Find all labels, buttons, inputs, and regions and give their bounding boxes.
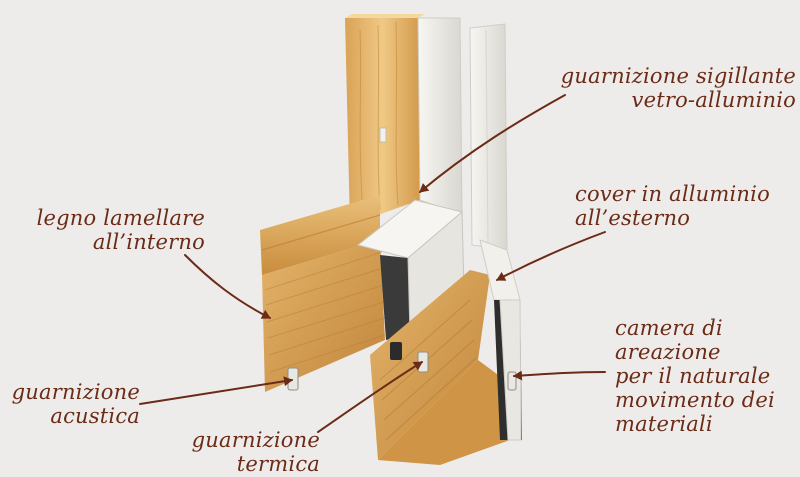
label-air-chamber-line-2: areazione xyxy=(615,340,721,364)
wood-vertical-post xyxy=(345,14,425,225)
label-air-chamber: camera di areazione per il naturale movi… xyxy=(615,316,775,436)
label-aluminium-cover-line-2: all’esterno xyxy=(575,206,691,230)
laminated-wood-block xyxy=(260,195,386,392)
label-aluminium-cover-line-1: cover in alluminio xyxy=(575,182,770,206)
label-thermal-gasket: guarnizione termica xyxy=(175,428,320,476)
aluminium-strips-top xyxy=(417,17,508,251)
aluminium-cover-right xyxy=(479,239,522,441)
arrow-aluminium-cover xyxy=(496,231,606,281)
label-glass-seal-line-1: guarnizione sigillante xyxy=(560,64,796,88)
thermal-gasket-dark xyxy=(390,342,402,360)
label-laminated-wood: legno lamellare all’interno xyxy=(10,206,205,254)
arrow-glass-seal xyxy=(419,94,566,193)
label-acoustic-gasket-line-2: acustica xyxy=(50,404,140,428)
aluminium-profile-left xyxy=(356,199,465,340)
air-chamber-gasket xyxy=(507,371,517,391)
label-acoustic-gasket: guarnizione acustica xyxy=(2,380,140,428)
label-thermal-gasket-line-2: termica xyxy=(236,452,320,476)
label-laminated-wood-line-2: all’interno xyxy=(92,230,205,254)
arrow-laminated-wood xyxy=(184,254,271,319)
arrow-thermal-gasket xyxy=(317,361,423,433)
arrow-air-chamber xyxy=(513,370,606,381)
label-glass-seal: guarnizione sigillante vetro-alluminio xyxy=(520,64,796,112)
label-aluminium-cover: cover in alluminio all’esterno xyxy=(575,182,770,230)
label-acoustic-gasket-line-1: guarnizione xyxy=(11,380,140,404)
label-glass-seal-line-2: vetro-alluminio xyxy=(631,88,796,112)
label-air-chamber-line-5: materiali xyxy=(615,412,713,436)
label-air-chamber-line-4: movimento dei xyxy=(615,388,775,412)
arrow-acoustic-gasket xyxy=(139,376,293,405)
label-air-chamber-line-1: camera di xyxy=(615,316,723,340)
label-laminated-wood-line-1: legno lamellare xyxy=(36,206,205,230)
label-air-chamber-line-3: per il naturale xyxy=(615,364,771,388)
acoustic-gasket-shape xyxy=(287,367,299,391)
label-thermal-gasket-line-1: guarnizione xyxy=(191,428,320,452)
